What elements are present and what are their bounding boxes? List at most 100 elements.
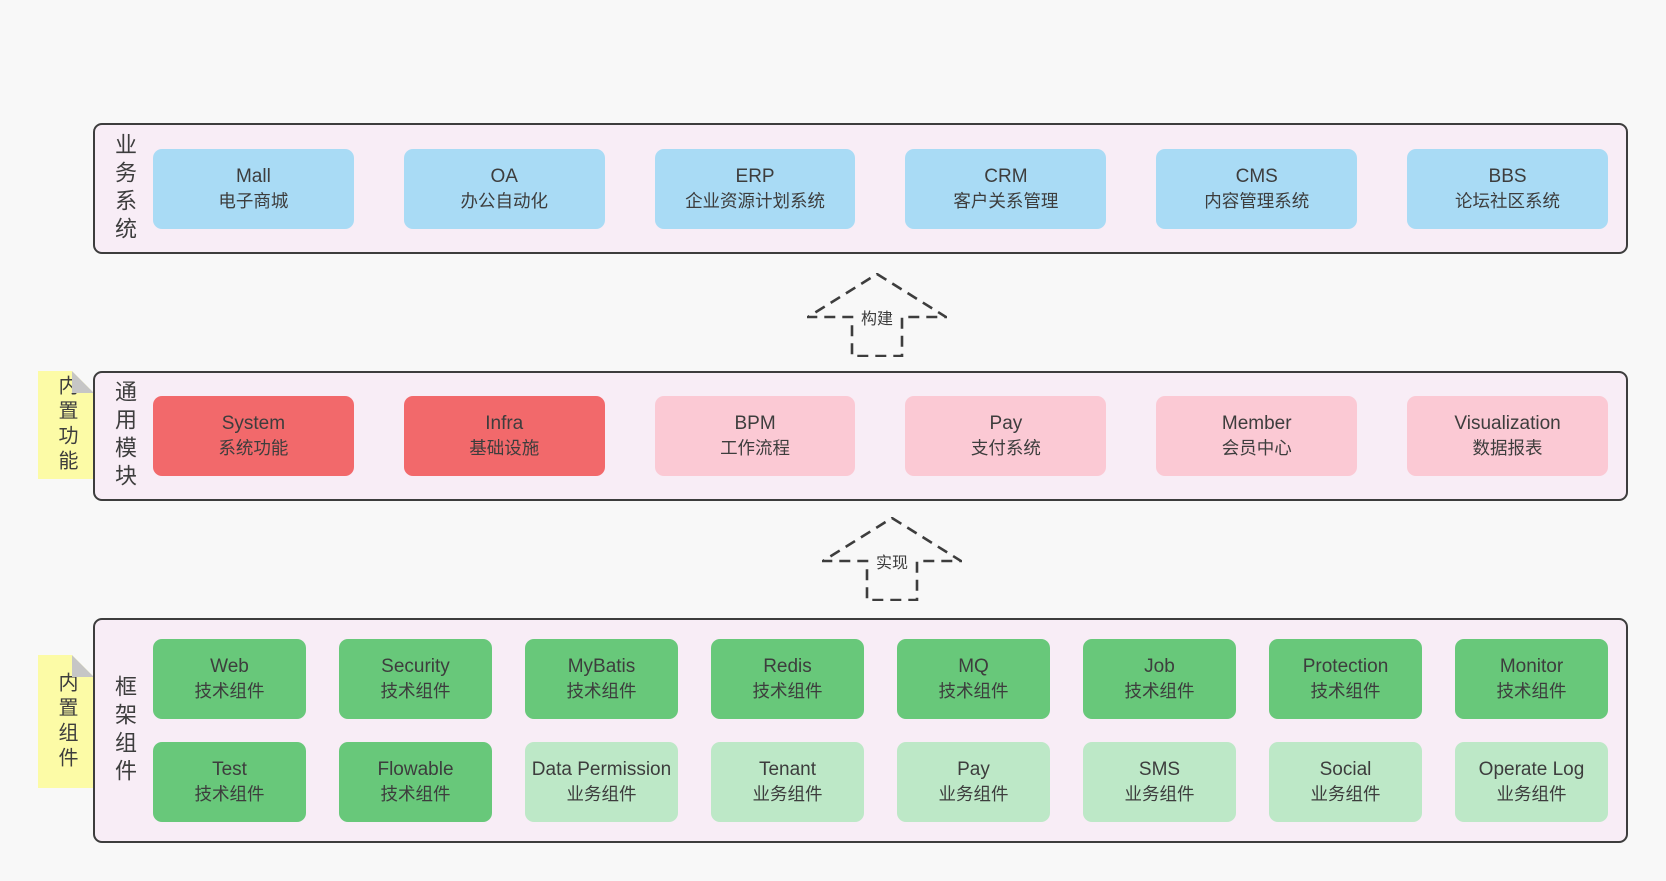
box-title: Infra xyxy=(485,413,524,434)
arrow-build-label: 构建 xyxy=(856,304,898,330)
box-title: Pay xyxy=(989,413,1023,434)
box-flowable: Flowable 技术组件 xyxy=(339,742,492,822)
box-title: MyBatis xyxy=(567,656,636,677)
box-sms: SMS 业务组件 xyxy=(1083,742,1236,822)
box-protection: Protection 技术组件 xyxy=(1269,639,1422,719)
box-pay: Pay 支付系统 xyxy=(905,396,1107,476)
box-visualization: Visualization 数据报表 xyxy=(1407,396,1608,476)
box-subtitle: 技术组件 xyxy=(752,681,823,701)
layer-common-modules: 通用模块 System 系统功能 Infra 基础设施 BPM 工作流程 Pay 支付系统 Me… xyxy=(93,371,1628,501)
box-title: Security xyxy=(381,656,450,677)
arrow-implement-label: 实现 xyxy=(871,548,913,574)
box-test: Test 技术组件 xyxy=(153,742,306,822)
box-operate-log: Operate Log 业务组件 xyxy=(1455,742,1608,822)
box-bpm: BPM 工作流程 xyxy=(654,396,856,476)
folded-corner-icon xyxy=(72,655,94,677)
box-subtitle: 技术组件 xyxy=(194,784,265,804)
box-title: Social xyxy=(1319,759,1372,780)
box-title: ERP xyxy=(735,165,775,187)
box-subtitle: 会员中心 xyxy=(1221,438,1292,458)
box-title: Pay xyxy=(957,759,990,780)
box-subtitle: 企业资源计划系统 xyxy=(685,190,826,211)
box-redis: Redis 技术组件 xyxy=(711,639,864,719)
box-bbs: BBS 论坛社区系统 xyxy=(1407,148,1608,229)
layer-business-systems-boxes: Mall 电子商城 OA 办公自动化 ERP 企业资源计划系统 CRM 客户关系管理 CMS 内容… xyxy=(153,148,1626,229)
box-security: Security 技术组件 xyxy=(339,639,492,719)
layer-framework-components-label: 框架组件 xyxy=(112,674,137,787)
layer-common-modules-boxes: System 系统功能 Infra 基础设施 BPM 工作流程 Pay 支付系统 Member 会… xyxy=(153,396,1626,476)
box-subtitle: 业务组件 xyxy=(1496,784,1567,804)
box-subtitle: 客户关系管理 xyxy=(953,190,1059,211)
box-title: CRM xyxy=(984,165,1028,187)
box-erp: ERP 企业资源计划系统 xyxy=(654,148,856,229)
folded-corner-icon xyxy=(72,371,94,393)
sticky-note-text: 内置组件 xyxy=(55,671,77,772)
box-title: CMS xyxy=(1235,165,1278,187)
box-title: System xyxy=(221,413,286,434)
box-title: Redis xyxy=(763,656,812,677)
box-infra: Infra 基础设施 xyxy=(403,396,605,476)
box-title: OA xyxy=(490,165,518,187)
layer-common-modules-label: 通用模块 xyxy=(112,380,137,492)
box-cms: CMS 内容管理系统 xyxy=(1156,148,1358,229)
layer-business-systems-label: 业务系统 xyxy=(112,132,137,245)
box-title: Member xyxy=(1221,413,1292,434)
box-subtitle: 工作流程 xyxy=(720,438,791,458)
arrow-implement: 实现 xyxy=(822,517,962,601)
box-subtitle: 技术组件 xyxy=(194,681,265,701)
box-pay: Pay 业务组件 xyxy=(897,742,1050,822)
box-title: Monitor xyxy=(1499,656,1564,677)
box-social: Social 业务组件 xyxy=(1269,742,1422,822)
box-subtitle: 技术组件 xyxy=(1310,681,1381,701)
box-title: MQ xyxy=(958,656,989,677)
box-title: Data Permission xyxy=(531,759,672,780)
box-title: Web xyxy=(210,656,249,677)
box-subtitle: 技术组件 xyxy=(566,681,637,701)
box-title: Visualization xyxy=(1454,413,1561,434)
box-system: System 系统功能 xyxy=(153,396,354,476)
box-subtitle: 支付系统 xyxy=(970,438,1041,458)
layer-business-systems: 业务系统 Mall 电子商城 OA 办公自动化 ERP 企业资源计划系统 CRM 客户关系管理… xyxy=(93,123,1628,254)
box-subtitle: 内容管理系统 xyxy=(1204,190,1310,211)
box-subtitle: 电子商城 xyxy=(218,190,289,211)
box-subtitle: 业务组件 xyxy=(752,784,823,804)
box-row: Mall 电子商城 OA 办公自动化 ERP 企业资源计划系统 CRM 客户关系管理 CMS 内容… xyxy=(153,148,1608,229)
box-member: Member 会员中心 xyxy=(1156,396,1358,476)
box-mall: Mall 电子商城 xyxy=(153,148,354,229)
box-title: Operate Log xyxy=(1478,759,1585,780)
box-subtitle: 技术组件 xyxy=(1124,681,1195,701)
box-title: BBS xyxy=(1488,165,1527,187)
box-subtitle: 业务组件 xyxy=(1124,784,1195,804)
box-title: BPM xyxy=(734,413,776,434)
box-crm: CRM 客户关系管理 xyxy=(905,148,1107,229)
arrow-build: 构建 xyxy=(807,273,947,357)
box-subtitle: 基础设施 xyxy=(469,438,540,458)
box-title: Test xyxy=(212,759,247,780)
box-subtitle: 技术组件 xyxy=(938,681,1009,701)
box-title: SMS xyxy=(1138,759,1181,780)
sticky-note-built-in-components: 内置组件 xyxy=(38,655,94,788)
box-subtitle: 系统功能 xyxy=(218,438,289,458)
box-title: Mall xyxy=(235,165,271,187)
box-subtitle: 论坛社区系统 xyxy=(1455,190,1561,211)
box-title: Protection xyxy=(1302,656,1389,677)
box-subtitle: 技术组件 xyxy=(380,681,451,701)
box-title: Flowable xyxy=(377,759,454,780)
box-title: Job xyxy=(1144,656,1175,677)
sticky-note-built-in-features: 内置功能 xyxy=(38,371,94,479)
box-subtitle: 数据报表 xyxy=(1472,438,1543,458)
box-mybatis: MyBatis 技术组件 xyxy=(525,639,678,719)
box-subtitle: 办公自动化 xyxy=(460,190,548,211)
box-subtitle: 技术组件 xyxy=(380,784,451,804)
box-job: Job 技术组件 xyxy=(1083,639,1236,719)
box-subtitle: 业务组件 xyxy=(938,784,1009,804)
box-oa: OA 办公自动化 xyxy=(403,148,605,229)
box-subtitle: 业务组件 xyxy=(1310,784,1381,804)
